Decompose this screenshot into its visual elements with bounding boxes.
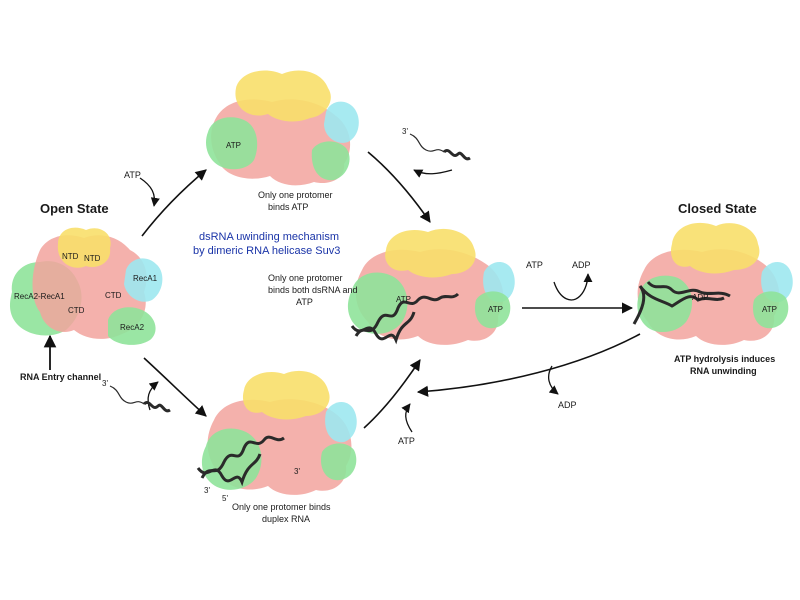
open-state-title: Open State	[40, 201, 109, 216]
top-ntd	[235, 70, 331, 122]
middle-caption-1: Only one protomer	[268, 273, 343, 283]
arrow-adp-release	[547, 365, 559, 395]
hydrolysis-atp-label: ATP	[526, 260, 543, 270]
arrow-rna-bind-top	[413, 169, 453, 178]
arrow-top-to-middle	[367, 151, 431, 223]
closed-ntd	[670, 222, 760, 274]
bottom-end-5: 5'	[222, 494, 228, 503]
closed-recA-right	[752, 291, 789, 329]
bottom-recA-right	[320, 443, 357, 481]
middle-dsrna	[354, 292, 460, 337]
closed-state-title: Closed State	[678, 201, 757, 216]
top-ssrna-strand	[409, 133, 445, 153]
bottom-ntd	[242, 370, 330, 420]
middle-atp-right: ATP	[488, 305, 503, 314]
arrow-hydrolysis	[553, 273, 593, 301]
open-ntd	[57, 227, 111, 268]
top-state-protein: ATP	[206, 70, 359, 186]
closed-unwound-rna	[632, 285, 725, 325]
open-label-recA2: RecA2	[120, 323, 145, 332]
left-dsrna-piece	[142, 401, 171, 413]
middle-atp-left: ATP	[396, 295, 411, 304]
top-recA-left	[206, 117, 258, 170]
top-ctd-cyan	[324, 101, 359, 143]
arrow-rna-bind-bottom	[147, 381, 159, 411]
middle-state-protein: ATP ATP	[347, 228, 515, 345]
top-atp-label: ATP	[226, 141, 241, 150]
open-label-recA1: RecA1	[133, 274, 158, 283]
headline-line1: dsRNA uwinding mechanism	[199, 231, 339, 243]
open-recA1-cyan	[124, 258, 163, 302]
atp-in-top-label: ATP	[124, 170, 141, 180]
bottom-caption-1: Only one protomer binds	[232, 502, 331, 512]
middle-dsrna-strand2	[350, 311, 416, 345]
bottom-state-protein: 3' 5' 3'	[196, 370, 357, 503]
closed-atp-label: ATP	[762, 305, 777, 314]
top-caption-1: Only one protomer	[258, 190, 333, 200]
open-label-recA2-recA1: RecA2-RecA1	[14, 292, 65, 301]
middle-recA-left	[347, 272, 408, 334]
arrow-closed-to-middle	[416, 333, 641, 397]
open-recA2-green	[108, 307, 156, 345]
rna-3-top-label: 3'	[402, 127, 408, 136]
bottom-caption-2: duplex RNA	[262, 514, 310, 524]
rna-entry-channel-label: RNA Entry channel	[20, 372, 101, 382]
closed-caption-1: ATP hydrolysis induces	[674, 354, 775, 364]
hydrolysis-adp-label: ADP	[572, 260, 591, 270]
arrow-atp-bind-bottom	[401, 403, 413, 433]
arrow-open-to-bottom	[143, 357, 207, 417]
middle-caption-3: ATP	[296, 297, 313, 307]
top-caption-2: binds ATP	[268, 202, 308, 212]
rna-3-left-label: 3'	[102, 379, 108, 388]
middle-recA-right	[474, 291, 511, 329]
arrow-atp-bind-top	[139, 177, 160, 207]
open-label-ntd-b: NTD	[84, 254, 101, 263]
top-recA-right	[311, 141, 350, 181]
open-label-ctd-b: CTD	[68, 306, 85, 315]
adp-release-label: ADP	[558, 400, 577, 410]
bottom-end-3a: 3'	[204, 486, 210, 495]
closed-state-protein: ADP ATP	[632, 222, 793, 345]
open-state-protein: NTD NTD RecA2-RecA1 CTD CTD RecA1 RecA2	[10, 227, 163, 345]
left-ssrna-strand	[109, 385, 145, 405]
closed-unwound-rna-strand2	[646, 280, 731, 298]
arrow-bottom-to-middle	[363, 359, 421, 429]
open-label-ntd-a: NTD	[62, 252, 79, 261]
closed-caption-2: RNA unwinding	[690, 366, 757, 376]
atp-in-bottom-label: ATP	[398, 436, 415, 446]
bottom-ctd-cyan	[325, 401, 357, 443]
open-label-ctd-a: CTD	[105, 291, 122, 300]
bottom-dsrna-strand2	[196, 453, 262, 487]
bottom-end-3b: 3'	[294, 467, 300, 476]
arrow-open-to-top	[141, 169, 207, 237]
closed-adp-label: ADP	[692, 293, 708, 302]
middle-caption-2: binds both dsRNA and	[268, 285, 358, 295]
headline-line2: by dimeric RNA helicase Suv3	[193, 245, 340, 257]
top-dsrna-piece	[442, 149, 471, 161]
middle-ntd	[385, 228, 476, 278]
